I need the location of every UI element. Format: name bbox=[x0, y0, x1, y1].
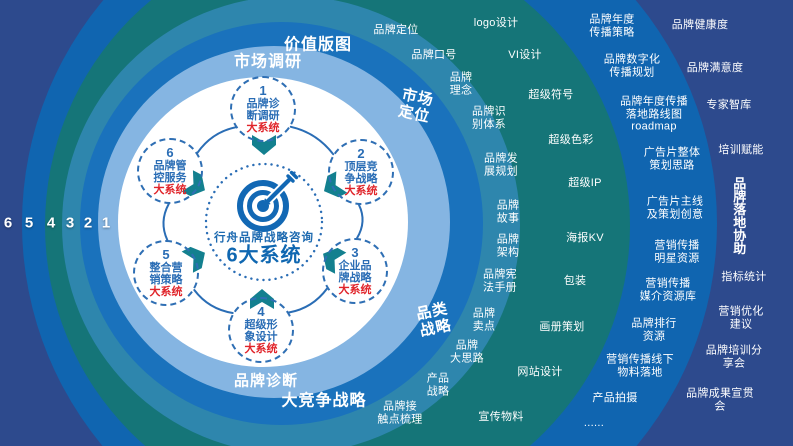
target-icon bbox=[237, 170, 299, 232]
hub-title: 6大系统 bbox=[226, 244, 302, 267]
system-circle-6: 6 品牌管 控服务 大系统 bbox=[137, 138, 203, 204]
system-number: 4 bbox=[257, 303, 265, 319]
system-number: 1 bbox=[259, 82, 267, 98]
label-super-ip: 超级IP bbox=[568, 176, 602, 189]
label-ad-film-mainline-creative: 广告片主线 及策划创意 bbox=[646, 195, 704, 221]
system-name: 超级形 象设计 bbox=[244, 318, 278, 343]
label-brand-landing-assistance: 品 牌 落 地 协 助 bbox=[733, 176, 747, 256]
label-packaging: 包装 bbox=[563, 274, 587, 287]
label-brand-positioning: 品牌定位 bbox=[373, 23, 419, 36]
label-vi-design: VI设计 bbox=[508, 48, 542, 61]
label-brand-concept: 品牌 理念 bbox=[449, 71, 473, 97]
label-marketing-celebrity-resources: 营销传播 明星资源 bbox=[654, 239, 700, 265]
label-brand-big-idea: 品牌 大思路 bbox=[450, 339, 484, 365]
band-market-research: 市场调研 bbox=[233, 53, 303, 71]
system-circle-3: 3 企业品 牌战略 大系统 bbox=[322, 238, 388, 304]
label-brand-training-sharing: 品牌培训分享会 bbox=[705, 344, 763, 370]
label-brand-health: 品牌健康度 bbox=[671, 18, 729, 31]
label-annual-roadmap: 品牌年度传播 落地路线图 roadmap bbox=[620, 95, 688, 133]
label-brand-story: 品牌 故事 bbox=[496, 199, 520, 225]
label-digital-communication-planning: 品牌数字化 传播规划 bbox=[603, 53, 661, 79]
label-promo-materials: 宣传物料 bbox=[478, 410, 524, 423]
system-circle-2: 2 顶层竞 争战略 大系统 bbox=[328, 139, 394, 205]
ring-number-3: 3 bbox=[65, 214, 75, 232]
ring-number-5: 5 bbox=[24, 214, 34, 232]
label-brand-selling-points: 品牌 卖点 bbox=[472, 307, 496, 333]
label-expert-think-tank: 专家智库 bbox=[706, 98, 752, 111]
system-number: 6 bbox=[166, 144, 174, 160]
label-marketing-media-resources: 营销传播 媒介资源库 bbox=[639, 277, 697, 303]
system-name: 品牌诊 断调研 bbox=[246, 97, 280, 122]
hub-dotted-circle bbox=[204, 162, 324, 282]
label-brand-touchpoint-mapping: 品牌接 触点梳理 bbox=[377, 400, 423, 426]
label-brand-identity-system: 品牌识 别体系 bbox=[472, 105, 506, 131]
label-marketing-optimization-advice: 营销优化建议 bbox=[718, 305, 764, 331]
label-product-strategy: 产品 战略 bbox=[426, 372, 450, 398]
system-name: 整合营 销策略 bbox=[149, 261, 183, 286]
label-brand-results-announcement: 品牌成果宣贯会 bbox=[686, 387, 754, 413]
system-circle-4: 4 超级形 象设计 大系统 bbox=[228, 297, 294, 363]
band-brand-diagnosis: 品牌诊断 bbox=[233, 372, 299, 390]
label-brochure-planning: 画册策划 bbox=[539, 320, 585, 333]
label-brand-slogan: 品牌口号 bbox=[411, 48, 457, 61]
system-circle-5: 5 整合营 销策略 大系统 bbox=[133, 240, 199, 306]
system-name: 品牌管 控服务 bbox=[153, 159, 187, 184]
label-brand-ranking-resources: 品牌排行 资源 bbox=[631, 317, 677, 343]
label-annual-communication-strategy: 品牌年度 传播策略 bbox=[589, 13, 635, 39]
label-website-design: 网站设计 bbox=[517, 365, 563, 378]
ring-number-6: 6 bbox=[3, 214, 13, 232]
system-circle-1: 1 品牌诊 断调研 大系统 bbox=[230, 76, 296, 142]
label-logo-design: logo设计 bbox=[473, 16, 519, 29]
label-training-empowerment: 培训赋能 bbox=[718, 143, 764, 156]
ring-number-1: 1 bbox=[101, 214, 111, 232]
label-poster-kv: 海报KV bbox=[566, 231, 604, 244]
label-brand-architecture: 品牌 架构 bbox=[496, 233, 520, 259]
system-name: 顶层竞 争战略 bbox=[344, 160, 378, 185]
label-offline-materials-landing: 营销传播线下 物料落地 bbox=[606, 353, 674, 379]
label-product-photography: 产品拍摄 bbox=[592, 391, 638, 404]
system-number: 2 bbox=[357, 145, 365, 161]
label-super-color: 超级色彩 bbox=[548, 133, 594, 146]
label-brand-constitution: 品牌宪 法手册 bbox=[483, 268, 517, 294]
system-tag: 大系统 bbox=[338, 283, 372, 296]
ring-number-2: 2 bbox=[83, 214, 93, 232]
hub-brand-name: 行舟品牌战略咨询 bbox=[214, 232, 314, 244]
label-super-symbol: 超级符号 bbox=[528, 88, 574, 101]
ring-number-4: 4 bbox=[46, 214, 56, 232]
system-number: 3 bbox=[351, 244, 359, 260]
label-ellipsis: ...... bbox=[583, 416, 605, 429]
connector-arcs bbox=[162, 125, 364, 314]
system-tag: 大系统 bbox=[244, 342, 278, 355]
label-indicator-statistics: 指标统计 bbox=[721, 270, 767, 283]
band-competition-strategy: 大竞争战略 bbox=[281, 392, 367, 410]
band-value-map: 价值版图 bbox=[283, 36, 353, 54]
label-brand-development-plan: 品牌发 展规划 bbox=[484, 152, 518, 178]
label-brand-satisfaction: 品牌满意度 bbox=[686, 61, 744, 74]
system-tag: 大系统 bbox=[149, 285, 183, 298]
system-name: 企业品 牌战略 bbox=[338, 259, 372, 284]
band-category-strategy: 品类 战略 bbox=[414, 300, 454, 340]
label-ad-film-overall-planning: 广告片整体 策划思路 bbox=[643, 146, 701, 172]
system-tag: 大系统 bbox=[153, 183, 187, 196]
system-number: 5 bbox=[162, 246, 170, 262]
system-tag: 大系统 bbox=[344, 184, 378, 197]
system-tag: 大系统 bbox=[246, 121, 280, 134]
